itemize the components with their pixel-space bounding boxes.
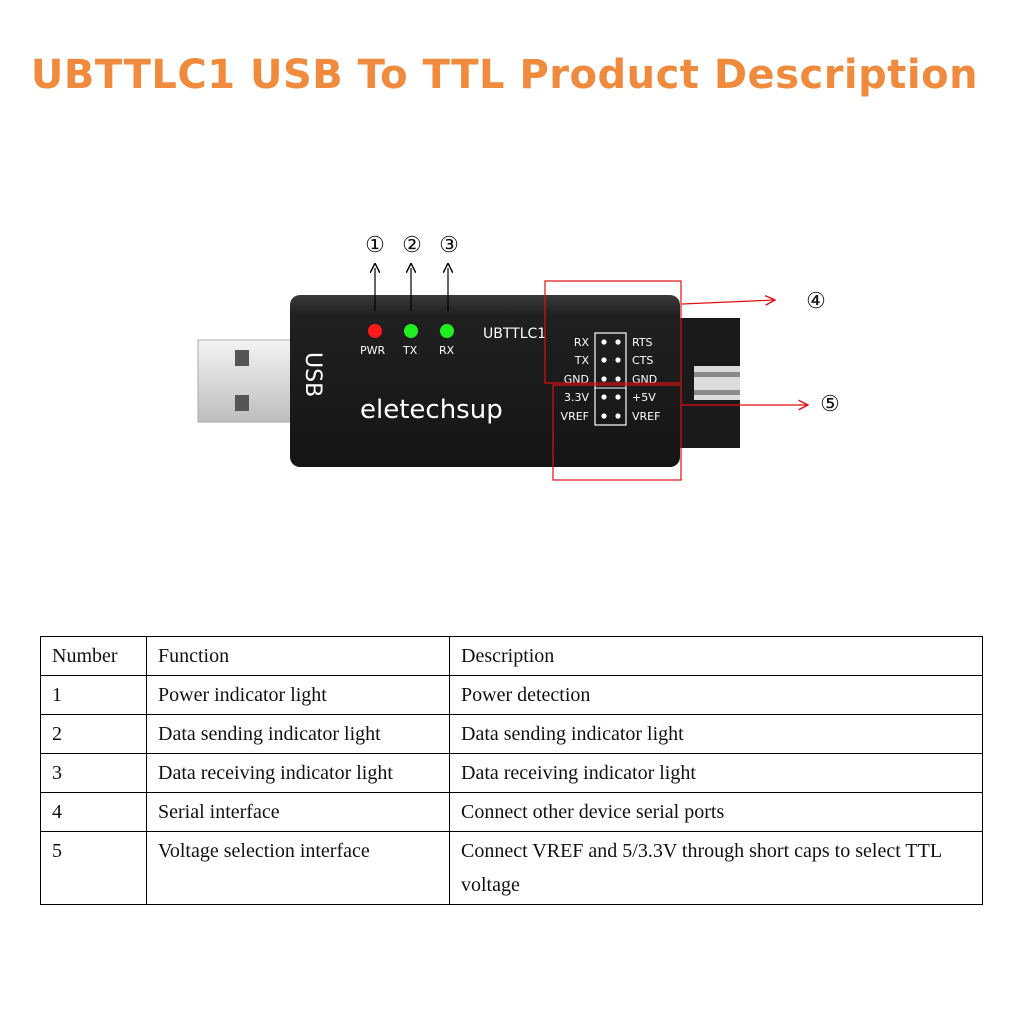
header-description: Description bbox=[449, 636, 983, 676]
page-title: UBTTLC1 USB To TTL Product Description bbox=[30, 52, 979, 98]
serial-interface-highlight bbox=[544, 280, 682, 384]
pin-left-3v3: 3.3V bbox=[564, 391, 589, 404]
usb-plug bbox=[197, 339, 299, 423]
cell-function: Power indicator light bbox=[146, 675, 450, 715]
table-row: 4 Serial interface Connect other device … bbox=[40, 792, 983, 832]
cell-description: Connect other device serial ports bbox=[449, 792, 983, 832]
pin-right-gnd: GND bbox=[632, 373, 657, 386]
pin-left-rx: RX bbox=[574, 336, 590, 349]
header-function: Function bbox=[146, 636, 450, 676]
tx-led-label: TX bbox=[402, 344, 418, 357]
cell-number: 2 bbox=[40, 714, 147, 754]
table-row: 1 Power indicator light Power detection bbox=[40, 675, 983, 715]
pin-left-gnd: GND bbox=[564, 373, 589, 386]
cell-function: Voltage selection interface bbox=[146, 831, 450, 905]
table-row: 2 Data sending indicator light Data send… bbox=[40, 714, 983, 754]
model-label: UBTTLC1 bbox=[483, 326, 546, 342]
table-row: 3 Data receiving indicator light Data re… bbox=[40, 753, 983, 793]
cell-number: 1 bbox=[40, 675, 147, 715]
pwr-led bbox=[368, 324, 382, 338]
pin-connector bbox=[676, 318, 740, 448]
header-number: Number bbox=[40, 636, 147, 676]
cell-description: Power detection bbox=[449, 675, 983, 715]
pin-right-vref: VREF bbox=[632, 410, 660, 423]
voltage-interface-highlight bbox=[552, 384, 682, 481]
device-body bbox=[290, 295, 680, 467]
cell-description: Connect VREF and 5/3.3V through short ca… bbox=[449, 831, 983, 905]
rx-led bbox=[440, 324, 454, 338]
pwr-led-label: PWR bbox=[360, 344, 386, 357]
callout-3: ③ bbox=[439, 233, 459, 258]
pin-right-cts: CTS bbox=[632, 354, 653, 367]
description-table: Number Function Description 1 Power indi… bbox=[40, 636, 983, 905]
pin-left-tx: TX bbox=[574, 354, 590, 367]
callout-1: ① bbox=[365, 233, 385, 258]
pin-header bbox=[594, 332, 627, 426]
pin-left-vref: VREF bbox=[561, 410, 589, 423]
table-header-row: Number Function Description bbox=[40, 636, 983, 676]
cell-number: 5 bbox=[40, 831, 147, 905]
callout-2: ② bbox=[402, 233, 422, 258]
callout-4: ④ bbox=[806, 289, 826, 314]
pin-right-rts: RTS bbox=[632, 336, 653, 349]
cell-description: Data receiving indicator light bbox=[449, 753, 983, 793]
pin-right-5v: +5V bbox=[632, 391, 656, 404]
callout-5: ⑤ bbox=[820, 392, 840, 417]
cell-description: Data sending indicator light bbox=[449, 714, 983, 754]
arrow-4 bbox=[681, 300, 775, 304]
tx-led bbox=[404, 324, 418, 338]
cell-function: Serial interface bbox=[146, 792, 450, 832]
usb-label: USB bbox=[300, 352, 325, 397]
cell-number: 4 bbox=[40, 792, 147, 832]
cell-number: 3 bbox=[40, 753, 147, 793]
table-row: 5 Voltage selection interface Connect VR… bbox=[40, 831, 983, 905]
rx-led-label: RX bbox=[439, 344, 455, 357]
cell-function: Data receiving indicator light bbox=[146, 753, 450, 793]
cell-function: Data sending indicator light bbox=[146, 714, 450, 754]
brand-label: eletechsup bbox=[360, 395, 503, 425]
